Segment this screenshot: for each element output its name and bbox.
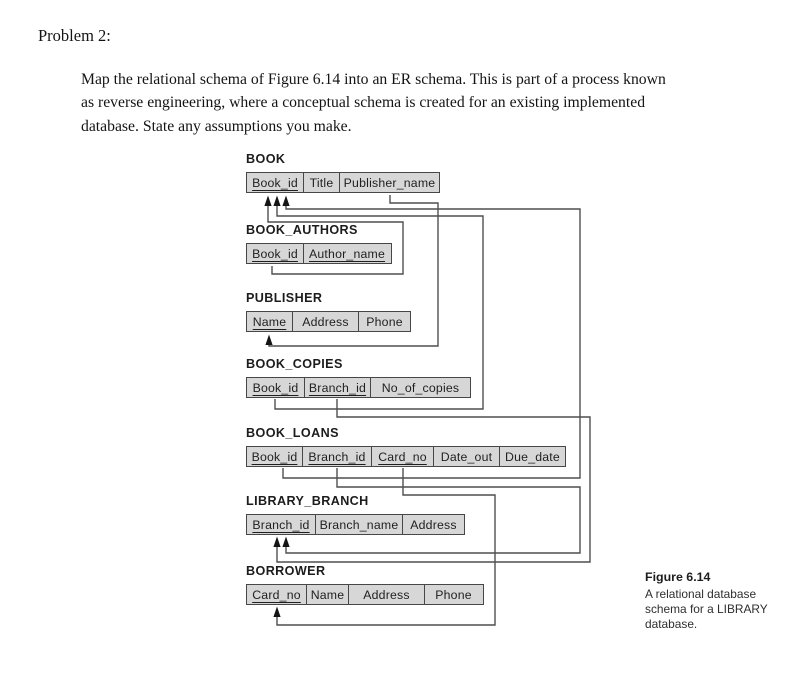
table-name-label: LIBRARY_BRANCH: [246, 494, 369, 508]
attribute-cell: Book_id: [246, 377, 305, 398]
attribute-cell: Author_name: [302, 243, 392, 264]
table-name-label: BOOK_AUTHORS: [246, 223, 358, 237]
attribute-cell: Card_no: [246, 584, 307, 605]
attribute-cell: Phone: [423, 584, 484, 605]
table-borrower: BORROWER Card_no Name Address Phone: [246, 564, 484, 605]
attribute-cell: Branch_id: [303, 377, 372, 398]
attribute-cell: Branch_id: [301, 446, 373, 467]
attribute-cell: Name: [246, 311, 293, 332]
attribute-cell: Address: [291, 311, 360, 332]
arrowhead: [265, 334, 273, 345]
attribute-cell: Book_id: [246, 172, 304, 193]
attribute-row: Book_id Branch_id No_of_copies: [246, 377, 471, 398]
attribute-row: Name Address Phone: [246, 311, 411, 332]
table-book-copies: BOOK_COPIES Book_id Branch_id No_of_copi…: [246, 357, 471, 398]
attribute-cell: Branch_name: [314, 514, 404, 535]
attribute-cell: Address: [402, 514, 465, 535]
attribute-cell: Book_id: [246, 243, 304, 264]
table-name-label: BOOK_COPIES: [246, 357, 343, 371]
arrowhead: [273, 195, 281, 206]
arrowhead: [264, 195, 272, 206]
arrowhead: [282, 536, 290, 547]
figure-caption-line: database.: [645, 617, 698, 631]
attribute-cell: Title: [302, 172, 341, 193]
attribute-row: Branch_id Branch_name Address: [246, 514, 465, 535]
attribute-row: Card_no Name Address Phone: [246, 584, 484, 605]
paragraph-line: database. State any assumptions you make…: [81, 117, 352, 135]
attribute-cell: No_of_copies: [370, 377, 471, 398]
attribute-row: Book_id Title Publisher_name: [246, 172, 440, 193]
figure-caption-line: A relational database: [645, 587, 757, 601]
attribute-cell: Due_date: [499, 446, 566, 467]
figure-caption-line: schema for a LIBRARY: [645, 602, 768, 616]
table-publisher: PUBLISHER Name Address Phone: [246, 291, 411, 332]
table-book: BOOK Book_id Title Publisher_name: [246, 152, 440, 193]
attribute-row: Book_id Branch_id Card_no Date_out Due_d…: [246, 446, 566, 467]
table-name-label: BOOK: [246, 152, 286, 166]
arrowhead: [273, 536, 281, 547]
problem-title: Problem 2:: [38, 26, 111, 45]
attribute-cell: Book_id: [246, 446, 303, 467]
arrowhead: [282, 195, 290, 206]
attribute-cell: Address: [348, 584, 425, 605]
problem-paragraph: Map the relational schema of Figure 6.14…: [81, 68, 666, 138]
table-library-branch: LIBRARY_BRANCH Branch_id Branch_name Add…: [246, 494, 465, 535]
attribute-cell: Card_no: [371, 446, 434, 467]
attribute-row: Book_id Author_name: [246, 243, 392, 264]
attribute-cell: Branch_id: [246, 514, 316, 535]
attribute-cell: Date_out: [432, 446, 501, 467]
figure-caption-title: Figure 6.14: [645, 570, 711, 584]
paragraph-line: as reverse engineering, where a conceptu…: [81, 94, 646, 112]
attribute-cell: Publisher_name: [339, 172, 440, 193]
fk-line-bookcopies-librarybranch: [276, 399, 591, 563]
attribute-cell: Phone: [358, 311, 411, 332]
table-name-label: BOOK_LOANS: [246, 426, 339, 440]
table-book-authors: BOOK_AUTHORS Book_id Author_name: [246, 223, 392, 264]
paragraph-line: Map the relational schema of Figure 6.14…: [81, 71, 666, 88]
arrowhead: [273, 606, 281, 617]
table-name-label: PUBLISHER: [246, 291, 323, 305]
table-name-label: BORROWER: [246, 564, 326, 578]
table-book-loans: BOOK_LOANS Book_id Branch_id Card_no Dat…: [246, 426, 566, 467]
figure-caption: Figure 6.14 A relational database schema…: [645, 570, 795, 632]
attribute-cell: Name: [305, 584, 350, 605]
